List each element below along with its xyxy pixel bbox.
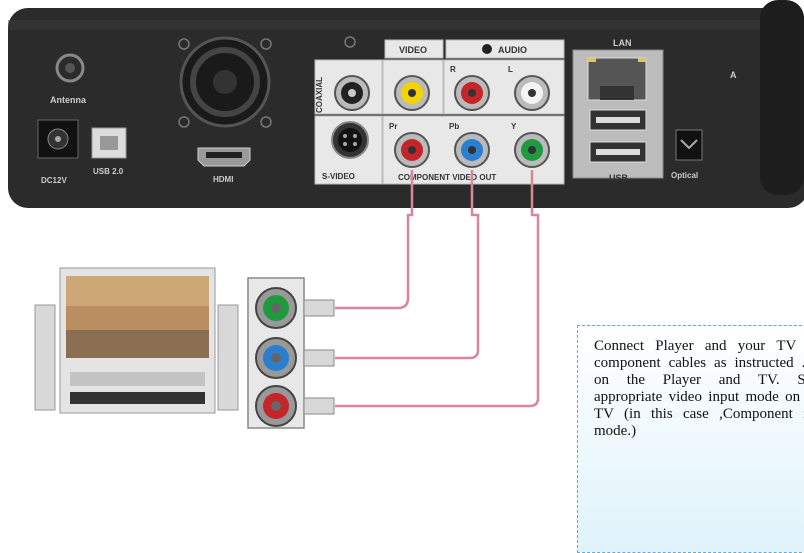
antenna-label: Antenna <box>50 95 87 105</box>
cable-pb <box>335 170 480 360</box>
component-video-out-label: COMPONENT VIDEO OUT <box>398 173 496 182</box>
audio-r-label: R <box>450 65 456 74</box>
tv-component-input-panel <box>247 277 335 429</box>
audio-indicator-icon <box>482 44 492 54</box>
cooling-fan <box>178 36 272 128</box>
plug-pb <box>303 349 335 367</box>
instruction-text: Connect Player and your TV with componen… <box>594 338 804 439</box>
antenna-port <box>55 53 85 83</box>
component-y-jack <box>514 132 550 168</box>
optical-label: Optical <box>671 171 698 180</box>
pr-label: Pr <box>389 122 397 131</box>
screw-icon <box>344 36 356 48</box>
plug-y <box>303 299 335 317</box>
svideo-label: S-VIDEO <box>322 172 355 181</box>
hdmi-port <box>197 147 251 167</box>
coaxial-label: COAXIAL <box>315 77 324 113</box>
usb-label: USB <box>609 173 629 183</box>
dc-label: DC12V <box>41 176 67 185</box>
lan-label: LAN <box>613 38 632 48</box>
tv-set <box>34 267 239 414</box>
tv-input-y-jack <box>255 287 297 329</box>
audio-label: AUDIO <box>498 45 527 55</box>
cable-pr <box>335 170 414 310</box>
video-yellow-jack <box>394 75 430 111</box>
y-label: Y <box>511 122 517 131</box>
connection-diagram: Antenna DC12V USB 2.0 HDMI VID <box>8 0 804 429</box>
component-cables <box>335 170 540 408</box>
video-label: VIDEO <box>399 45 427 55</box>
usb2-port <box>91 127 127 159</box>
plug-pr <box>303 397 335 415</box>
usb-ports <box>589 109 647 163</box>
tv-input-pb-jack <box>255 337 297 379</box>
coaxial-jack <box>334 75 370 111</box>
cable-y <box>335 170 540 408</box>
hdmi-label: HDMI <box>213 175 233 184</box>
audio-l-label: L <box>508 65 513 74</box>
dc-port <box>37 119 79 159</box>
usb2-label: USB 2.0 <box>93 167 124 176</box>
right-speaker <box>217 304 239 411</box>
instruction-note: Connect Player and your TV with componen… <box>577 325 804 553</box>
component-pr-jack <box>394 132 430 168</box>
optical-port <box>675 129 703 161</box>
extra-label: A <box>730 70 737 80</box>
audio-l-jack <box>514 75 550 111</box>
left-speaker <box>34 304 56 411</box>
tv-input-pr-jack <box>255 385 297 427</box>
antenna-stick <box>760 0 804 195</box>
audio-r-jack <box>454 75 490 111</box>
pb-label: Pb <box>449 122 459 131</box>
svideo-jack <box>331 121 369 159</box>
component-pb-jack <box>454 132 490 168</box>
